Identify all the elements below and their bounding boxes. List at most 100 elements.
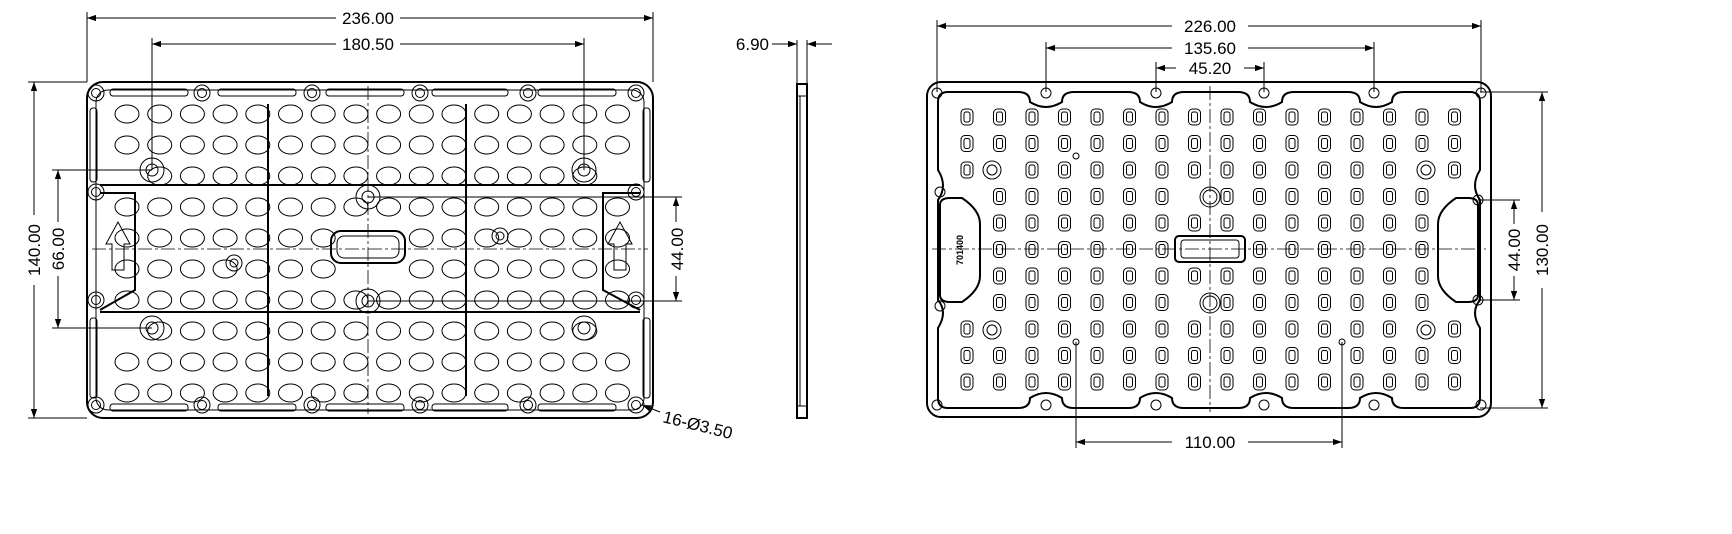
front-hole (303, 84, 321, 102)
front-lens (605, 352, 630, 372)
front-hole (519, 396, 537, 414)
back-hole (934, 300, 946, 312)
back-led-cell (1285, 241, 1299, 258)
front-lens (408, 383, 434, 403)
front-lens (212, 228, 238, 248)
back-led-cell (1318, 241, 1331, 258)
front-dim-overall-height: 140.00 (25, 224, 44, 276)
front-lens (114, 290, 140, 310)
front-lens (147, 321, 173, 341)
back-led-cell-inner (963, 323, 971, 335)
back-led-cell-inner (1288, 350, 1296, 361)
back-led-cell (960, 373, 974, 391)
front-hole-inner (307, 400, 317, 410)
back-led-cell-inner (1093, 111, 1101, 123)
front-lens (376, 321, 402, 341)
front-lens (179, 197, 205, 217)
back-led-cell (1123, 294, 1136, 311)
front-lens (605, 135, 630, 155)
back-led-cell (1220, 294, 1234, 311)
back-led-cell-inner (1158, 191, 1166, 202)
back-led-cell-inner (1223, 323, 1231, 335)
front-hole-inner (91, 88, 101, 98)
front-lens (179, 259, 205, 279)
back-led-cell (1058, 320, 1071, 338)
back-led-cell-inner (1256, 111, 1263, 123)
front-lens (441, 228, 467, 248)
back-small-pin (1072, 152, 1080, 160)
front-lens (114, 383, 140, 403)
front-lens (179, 290, 205, 310)
front-lens (474, 228, 500, 248)
back-led-cell (1350, 373, 1364, 391)
front-rail-top (325, 88, 405, 97)
front-lens (408, 321, 434, 341)
back-led-cell (1350, 294, 1364, 311)
back-led-cell-inner (1126, 376, 1133, 388)
back-hole (934, 186, 946, 198)
back-led-cell-inner (1353, 297, 1361, 308)
back-led-cell-inner (1223, 138, 1231, 149)
back-led-cell (1025, 347, 1039, 364)
back-led-cell (1350, 161, 1364, 179)
front-lens (474, 290, 500, 310)
front-lens (278, 135, 303, 155)
front-lens (278, 197, 303, 217)
back-led-cell-inner (1321, 270, 1328, 282)
back-led-cell (1090, 188, 1104, 205)
back-led-cell (960, 161, 974, 179)
front-lens (605, 104, 630, 124)
back-led-cell (1285, 373, 1299, 391)
front-lens (147, 228, 173, 248)
back-led-cell (1090, 294, 1104, 311)
front-rail-top (537, 88, 617, 97)
back-led-cell-inner (1321, 217, 1328, 229)
front-lens (572, 104, 598, 124)
front-lens (179, 228, 205, 248)
back-led-cell (1155, 294, 1169, 311)
back-led-cell (1253, 347, 1266, 364)
front-lens (245, 321, 271, 341)
back-led-cell-inner (1126, 191, 1133, 202)
back-inner-outline (937, 91, 1481, 409)
back-led-cell-inner (1126, 270, 1133, 282)
front-lens (212, 104, 238, 124)
back-led-cell-inner (996, 138, 1003, 149)
back-led-cell (1058, 188, 1071, 205)
back-led-cell (1253, 241, 1266, 258)
back-led-cell (993, 347, 1006, 364)
back-led-cell-inner (1256, 376, 1263, 388)
front-inner-outline (95, 89, 645, 411)
back-led-cell (1090, 161, 1104, 179)
back-led-cell-inner (1191, 111, 1198, 123)
back-led-cell (1253, 188, 1266, 205)
back-led-cell-inner (1126, 111, 1133, 123)
back-led-cell (1350, 241, 1364, 258)
front-lens (572, 290, 598, 310)
front-dim-inner-height: 66.00 (49, 228, 68, 271)
front-view: 236.00 180.50 140.00 66.00 44.00 16-Ø3.5… (25, 9, 734, 443)
back-led-cell-inner (1093, 270, 1101, 282)
front-lens (605, 383, 630, 403)
side-view: 6.90 (736, 35, 832, 419)
back-led-cell-inner (1321, 297, 1328, 308)
back-led-cell (1220, 135, 1234, 152)
back-led-cell (1285, 135, 1299, 152)
back-led-cell-inner (1028, 297, 1036, 308)
front-lens (245, 290, 271, 310)
back-led-cell-inner (1093, 164, 1101, 176)
back-led-cell (1025, 294, 1039, 311)
front-lens (474, 321, 500, 341)
back-led-cell-inner (1093, 138, 1101, 149)
back-led-cell (1253, 161, 1266, 179)
front-hole-inner (631, 400, 641, 410)
back-led-cell-inner (1158, 297, 1166, 308)
back-led-cell-inner (1093, 217, 1101, 229)
front-lens (572, 135, 598, 155)
back-led-cell-inner (1061, 244, 1068, 255)
front-lens (441, 135, 467, 155)
back-screw-boss (1416, 160, 1436, 180)
back-led-cell (1285, 108, 1299, 126)
back-led-cell-inner (1321, 323, 1328, 335)
back-led-cell-inner (1028, 191, 1036, 202)
